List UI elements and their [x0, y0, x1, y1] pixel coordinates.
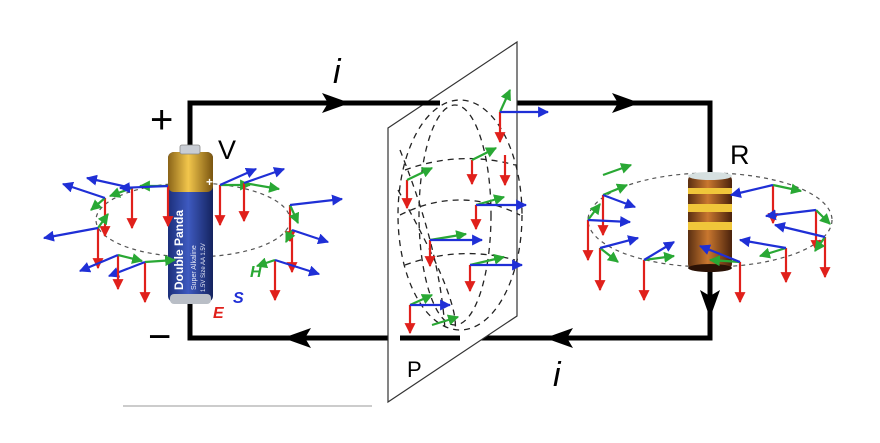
current-arrow-bottom-left	[283, 328, 311, 348]
s-field-arrow	[118, 182, 169, 194]
h-field-arrow	[90, 197, 106, 211]
battery-brand: Double Panda	[172, 210, 186, 290]
h-field-arrow	[471, 147, 497, 161]
s-field-arrow	[42, 226, 99, 242]
s-field-arrow	[289, 194, 344, 207]
s-field-arrow	[291, 228, 330, 245]
h-field-arrow	[406, 167, 433, 181]
surface-label: P	[407, 357, 422, 382]
h-field-arrow	[708, 255, 741, 267]
s-field-arrow	[602, 193, 637, 209]
h-field-arrow	[599, 247, 619, 263]
h-field-arrow	[815, 209, 831, 225]
current-arrow-top-right	[612, 93, 640, 113]
h-field-arrow	[117, 253, 144, 264]
s-field-arrow	[698, 244, 741, 264]
h-field-arrow	[602, 183, 629, 197]
h-field-label: H	[250, 264, 262, 281]
s-field-arrow	[643, 241, 675, 261]
s-field-arrow	[78, 253, 119, 273]
current-arrow-top-left	[322, 93, 350, 113]
h-field-arrow	[587, 203, 601, 221]
field-vectors	[42, 88, 831, 335]
s-field-arrow	[599, 235, 640, 250]
h-field-arrow	[469, 253, 506, 267]
h-field-arrow	[255, 257, 276, 269]
current-arrow-bottom-right	[545, 328, 573, 348]
current-arrow-right-down	[700, 290, 720, 318]
s-field-arrow	[219, 167, 258, 187]
h-field-arrow	[498, 88, 512, 113]
plus-terminal-label: +	[150, 98, 173, 142]
h-field-arrow	[772, 183, 803, 195]
current-label-bottom: i	[553, 356, 562, 394]
current-label-top: i	[333, 53, 342, 91]
h-field-arrow	[814, 236, 826, 252]
s-field-arrow	[587, 216, 632, 228]
h-field-arrow	[285, 229, 296, 243]
voltage-label: V	[218, 135, 236, 165]
surface-plane	[387, 40, 518, 404]
h-field-arrow	[144, 255, 177, 267]
h-field-arrow	[243, 181, 281, 193]
battery-plus-mark: +	[206, 175, 213, 189]
s-field-arrow	[85, 174, 133, 190]
h-field-arrow	[97, 213, 109, 229]
battery-subtitle: Super Alkaline	[191, 245, 198, 290]
h-field-arrow	[475, 194, 506, 207]
h-field-arrow	[602, 163, 633, 177]
s-field-label: S	[233, 290, 244, 307]
s-field-arrow	[107, 260, 146, 278]
s-field-arrow	[764, 208, 817, 221]
battery-icon: + Double Panda Super Alkaline 1.5V Size …	[168, 144, 213, 304]
e-field-label: E	[213, 305, 225, 322]
h-field-arrow	[643, 251, 676, 263]
s-field-arrow	[773, 221, 826, 239]
h-field-arrow	[409, 293, 434, 307]
resistor-label: R	[730, 140, 750, 170]
s-field-arrow	[729, 183, 774, 199]
s-field-arrow	[274, 258, 321, 277]
battery-spec: 1.5V Size AA 1.5V	[201, 243, 207, 292]
s-field-arrow	[243, 167, 286, 185]
h-field-arrow	[288, 204, 300, 225]
minus-terminal-label: −	[148, 315, 171, 359]
s-field-arrow	[61, 181, 106, 200]
h-field-arrow	[431, 314, 460, 327]
h-field-arrow	[758, 246, 787, 259]
s-field-arrow	[738, 236, 787, 250]
